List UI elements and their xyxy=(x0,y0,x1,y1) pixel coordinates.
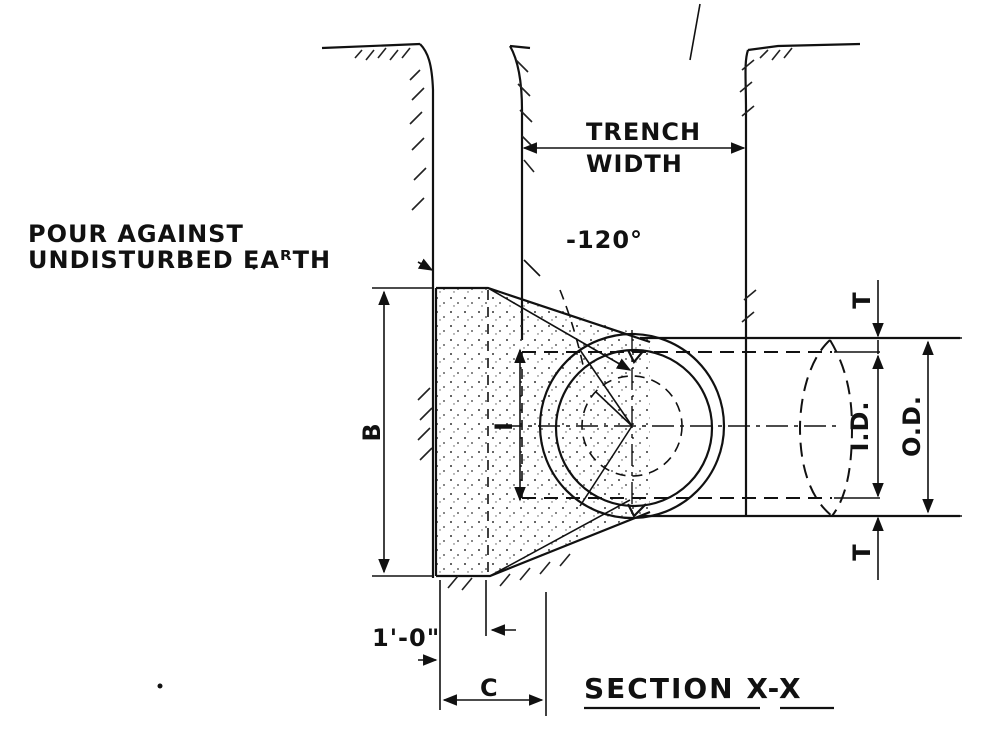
trench-label-line2: WIDTH xyxy=(586,150,683,178)
dim-t-bottom-label: T xyxy=(848,543,876,560)
concrete-encasement xyxy=(434,286,651,591)
angle-label: -120° xyxy=(566,226,643,254)
pipe-section xyxy=(500,259,840,520)
pour-label-line2: UNDISTURBED EAᴿTH xyxy=(28,246,331,274)
dim-t-top-label: T xyxy=(848,291,876,308)
projection-lines xyxy=(439,3,701,716)
dim-i-label: I xyxy=(490,421,518,431)
trench-walls xyxy=(409,43,757,578)
dim-id-label: I.D. xyxy=(846,400,874,451)
section-title: SECTION X-X xyxy=(584,672,803,705)
pour-label-line1: POUR AGAINST xyxy=(28,220,244,248)
labels: TRENCH WIDTH POUR AGAINST UNDISTURBED EA… xyxy=(28,118,926,710)
dim-od-label: O.D. xyxy=(898,395,926,457)
stray-mark xyxy=(252,266,256,270)
ground-surface xyxy=(321,42,861,61)
dim-b-label: B xyxy=(358,422,386,441)
trench-label-line1: TRENCH xyxy=(586,118,701,146)
dimension-lines xyxy=(372,142,962,706)
dim-c-label: C xyxy=(480,674,499,702)
stray-mark xyxy=(157,683,163,689)
dim-one-foot-label: 1'-0" xyxy=(372,624,440,652)
